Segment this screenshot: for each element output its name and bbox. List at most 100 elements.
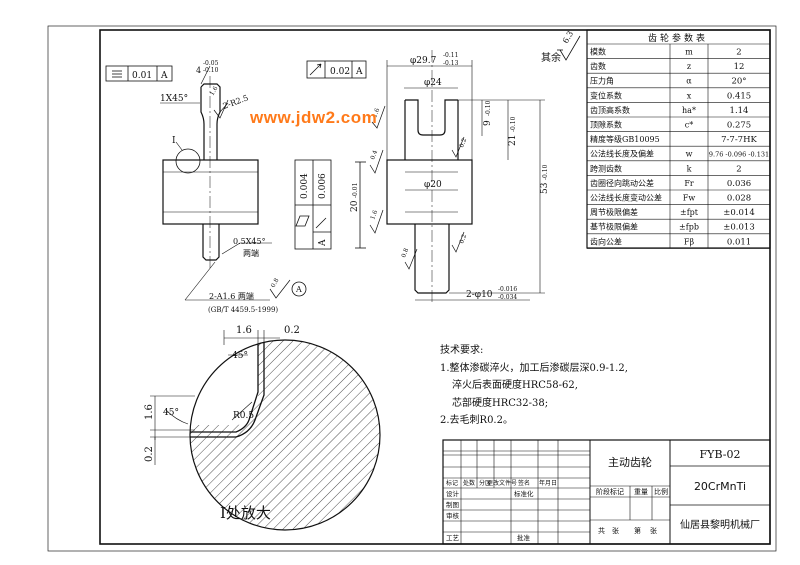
svg-text:0.2: 0.2 <box>458 137 468 149</box>
gear-param-symbol: ±fpt <box>680 208 699 217</box>
gear-param-symbol: k <box>687 164 692 173</box>
svg-text:两端: 两端 <box>243 248 259 258</box>
notes-title: 技术要求: <box>440 345 484 356</box>
svg-text:张: 张 <box>650 526 657 535</box>
left-frame-value: 0.01 <box>132 71 152 81</box>
dim-dia-24: φ24 <box>424 78 442 88</box>
gear-param-value: 12 <box>734 62 745 72</box>
technical-notes: 技术要求: 1.整体渗碳淬火，加工后渗碳层深0.9-1.2, 淬火后表面硬度HR… <box>440 342 628 430</box>
gear-param-name: 基节极限偏差 <box>590 222 638 232</box>
part-name: 主动齿轮 <box>608 455 652 469</box>
drawing-number: FYB-02 <box>700 448 741 461</box>
left-chamfer-top: 1X45° <box>160 94 188 104</box>
gear-param-name: 齿向公差 <box>590 236 622 246</box>
svg-text:-0.10: -0.10 <box>485 100 492 116</box>
revision-col-head: 标记 <box>446 479 458 487</box>
right-view <box>386 50 545 305</box>
svg-text:重量: 重量 <box>634 488 648 496</box>
standard-ref: (GB/T 4459.5-1999) <box>208 306 278 314</box>
approval-label: 批准 <box>517 533 531 542</box>
svg-text:21: 21 <box>508 135 518 146</box>
svg-text:-0.01: -0.01 <box>352 183 359 198</box>
detail-caption: I处放大 <box>220 504 271 522</box>
gear-param-value: 9.76 -0.096 -0.131 <box>709 151 769 159</box>
roughness-other: 其余 6.3 <box>541 29 581 64</box>
gear-param-value: 0.275 <box>727 121 751 131</box>
left-chamfer-bottom: 0.5X45° <box>233 237 266 246</box>
dim-dia-29-7: φ29.7 <box>410 56 437 66</box>
gear-param-symbol: m <box>685 48 693 57</box>
svg-text:1.6: 1.6 <box>369 209 379 221</box>
svg-text:0.2: 0.2 <box>144 446 155 462</box>
gear-param-value: ±0.013 <box>723 223 754 233</box>
gear-param-name: 齿圈径向跳动公差 <box>590 178 654 188</box>
signoff-row-label: 设计 <box>446 489 460 498</box>
svg-text:-0.10: -0.10 <box>542 164 549 180</box>
gear-param-symbol: Fw <box>683 194 696 203</box>
svg-text:45°: 45° <box>232 351 248 361</box>
svg-text:1.6: 1.6 <box>236 325 252 336</box>
watermark: www.jdw2.com <box>250 108 378 127</box>
svg-text:-0.034: -0.034 <box>498 294 517 301</box>
revision-col-head: 更改文件号 <box>487 479 517 487</box>
middle-view <box>294 60 386 250</box>
svg-text:1.6: 1.6 <box>371 107 381 119</box>
svg-text:其余: 其余 <box>541 51 561 64</box>
left-view <box>105 65 307 301</box>
gear-param-name: 公法线长度变动公差 <box>590 193 662 203</box>
gear-param-name: 顶隙系数 <box>590 120 622 130</box>
left-dim-4: 4 <box>196 66 201 75</box>
gear-param-value: 20° <box>731 77 746 87</box>
svg-text:A: A <box>355 67 363 77</box>
gear-param-symbol: ±fpb <box>679 223 699 232</box>
svg-text:53: 53 <box>540 182 550 194</box>
svg-text:6.3: 6.3 <box>561 29 575 45</box>
outer-border <box>47 25 777 552</box>
gear-param-name: 齿数 <box>590 61 606 71</box>
signoff-row-label: 工艺 <box>446 534 460 542</box>
detail-mark-I: I <box>172 136 176 146</box>
svg-text:45°: 45° <box>163 408 179 418</box>
svg-text:张: 张 <box>612 526 619 535</box>
svg-text:0.02: 0.02 <box>330 67 350 77</box>
svg-text:1.6: 1.6 <box>144 404 155 420</box>
left-frame-datum: A <box>160 71 168 81</box>
gear-param-value: 0.415 <box>727 91 751 101</box>
signoff-row-label: 制图 <box>446 500 459 509</box>
svg-text:1.6: 1.6 <box>209 85 220 97</box>
gear-param-symbol: z <box>687 62 691 71</box>
dim-dia-10: 2-φ10 <box>466 290 493 300</box>
gear-param-value: 1.14 <box>730 106 749 116</box>
svg-text:阶段标记: 阶段标记 <box>596 487 624 496</box>
revision-col-head: 签名 <box>518 479 530 487</box>
gear-param-symbol: c* <box>685 121 693 130</box>
svg-text:0.8: 0.8 <box>270 277 281 289</box>
gear-param-name: 模数 <box>590 47 606 57</box>
revision-col-head: 处数 <box>463 479 475 487</box>
gear-param-symbol: ha* <box>682 106 696 115</box>
gear-param-name: 变位系数 <box>590 90 622 100</box>
svg-text:0.4: 0.4 <box>369 149 379 161</box>
gear-param-value: ±0.014 <box>723 208 754 218</box>
gear-param-name: 公法线长度及偏差 <box>590 149 654 159</box>
svg-text:-0.10: -0.10 <box>203 67 219 74</box>
svg-text:比例: 比例 <box>654 487 668 496</box>
gear-param-symbol: w <box>686 150 693 159</box>
svg-text:-0.05: -0.05 <box>203 60 219 67</box>
svg-text:共: 共 <box>598 526 605 535</box>
svg-text:0.004: 0.004 <box>300 173 310 199</box>
svg-text:0.2: 0.2 <box>284 325 300 336</box>
svg-text:-0.016: -0.016 <box>498 286 517 293</box>
gear-param-value: 7-7-7HK <box>721 135 757 145</box>
gear-param-symbol: Fβ <box>684 237 695 246</box>
svg-text:A: A <box>318 239 328 247</box>
gear-param-value: 0.036 <box>727 179 751 189</box>
gear-table-title: 齿轮参数表 <box>648 32 708 44</box>
gear-param-name: 跨测齿数 <box>590 163 622 173</box>
gear-param-value: 0.011 <box>727 237 751 247</box>
svg-text:-0.11: -0.11 <box>443 52 458 59</box>
gear-param-symbol: x <box>687 91 692 100</box>
svg-text:-0.13: -0.13 <box>443 60 459 67</box>
signoff-row-label: 审核 <box>446 511 460 520</box>
gear-param-name: 周节极限偏差 <box>590 207 638 217</box>
